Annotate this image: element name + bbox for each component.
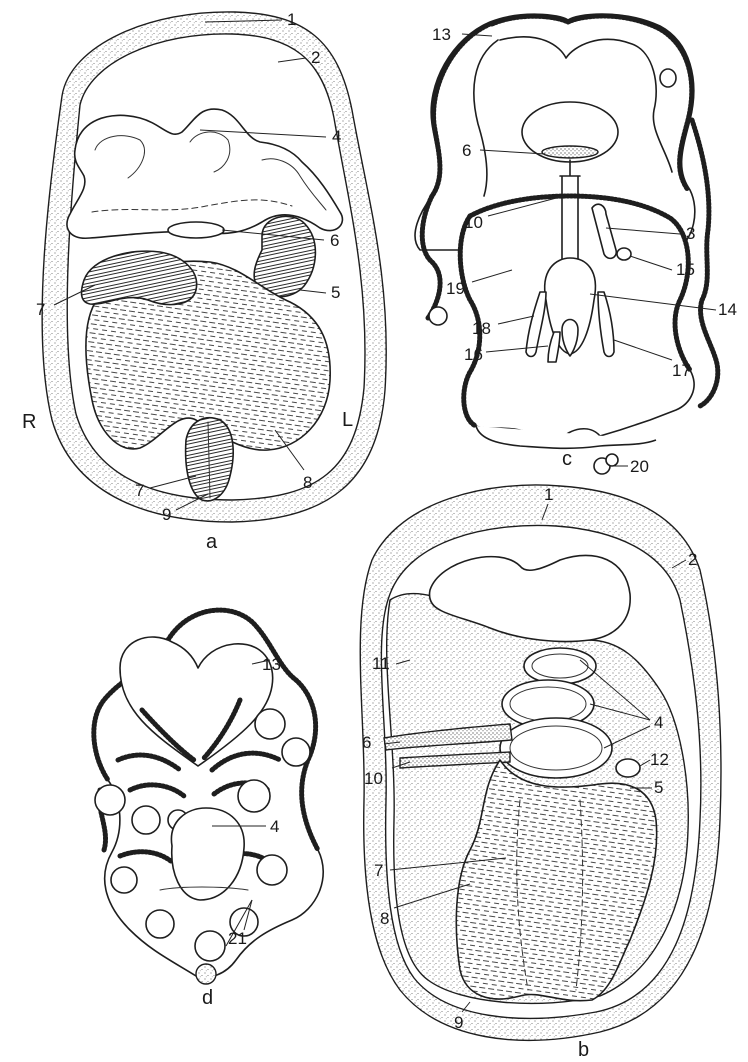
panel-a-label: 5: [331, 283, 340, 302]
panel-a-heart-loop: [254, 216, 315, 296]
panel-c-letter: c: [562, 448, 572, 470]
panel-a-label: 7: [135, 481, 144, 500]
panel-b-label: 11: [372, 654, 390, 673]
panel-c: 13 6 10 3 15 19 14 18 17 16 20 c: [415, 14, 737, 476]
panel-c-label: 3: [686, 224, 695, 243]
panel-a-neural-fold: [67, 109, 343, 238]
panel-c-label: 10: [464, 213, 483, 232]
panel-c-label: 16: [464, 345, 483, 364]
panel-d-letter: d: [202, 987, 213, 1009]
panel-a-label: 6: [330, 231, 339, 250]
panel-a-label: 7: [36, 300, 45, 319]
panel-c-bubble-left: [429, 307, 447, 325]
panel-a-label: 8: [303, 473, 312, 492]
panel-b-somite: [500, 718, 612, 778]
panel-a-side-left: R: [22, 411, 36, 433]
panel-d-vesicle: [238, 780, 270, 812]
panel-c-tail-bud-2: [606, 454, 618, 466]
panel-a-oral-plate: [168, 222, 224, 238]
panel-d-vesicle: [195, 931, 225, 961]
panel-d-vesicle: [282, 738, 310, 766]
panel-a-pericardium: [82, 251, 197, 304]
panel-d-vesicle: [146, 910, 174, 938]
panel-c-label: 15: [676, 260, 695, 279]
panel-d-vesicle: [111, 867, 137, 893]
panel-b-label: 9: [454, 1013, 463, 1032]
panel-d: 13 4 21 d: [94, 610, 323, 1009]
panel-a-label: 1: [287, 10, 296, 29]
panel-a-label: 9: [162, 505, 171, 524]
panel-b-label: 8: [380, 909, 389, 928]
panel-b-label: 6: [362, 733, 371, 752]
panel-c-label: 19: [446, 279, 465, 298]
panel-c-amnion-right: [692, 120, 718, 406]
panel-c-label: 20: [630, 457, 649, 476]
panel-a: R L 1 2 4 6 5 7 8 7 9 a: [22, 10, 386, 553]
panel-c-label: 6: [462, 141, 471, 160]
panel-c-label: 13: [432, 25, 451, 44]
panel-d-vesicle: [257, 855, 287, 885]
panel-a-label: 2: [311, 48, 320, 67]
panel-b-label: 1: [544, 485, 553, 504]
panel-b: 1 2 11 4 6 10 12 5 7 8 9 b: [360, 485, 721, 1061]
panel-a-letter: a: [206, 531, 218, 553]
panel-a-side-right: L: [342, 409, 353, 431]
panel-c-label: 14: [718, 300, 737, 319]
panel-b-label: 5: [654, 778, 663, 797]
panel-b-label: 10: [364, 769, 383, 788]
panel-d-vesicle: [255, 709, 285, 739]
panel-c-bud-15: [617, 248, 631, 260]
panel-b-label: 12: [650, 750, 669, 769]
panel-d-vesicle: [132, 806, 160, 834]
panel-c-label: 17: [672, 361, 691, 380]
panel-c-oral-plate-inner: [542, 146, 598, 158]
panel-c-bubble-right: [660, 69, 676, 87]
panel-a-label: 4: [332, 127, 341, 146]
panel-d-tail-bud: [196, 964, 216, 984]
panel-d-label: 21: [228, 929, 247, 948]
panel-b-label: 7: [374, 861, 383, 880]
panel-c-label: 18: [472, 319, 491, 338]
panel-b-label: 2: [688, 550, 697, 569]
panel-b-bud-12: [616, 759, 640, 777]
panel-d-label: 13: [262, 655, 281, 674]
panel-d-label: 4: [270, 817, 279, 836]
panel-d-vesicle: [95, 785, 125, 815]
panel-b-label: 4: [654, 713, 663, 732]
panel-b-somite: [524, 648, 596, 684]
panel-b-letter: b: [578, 1039, 589, 1061]
